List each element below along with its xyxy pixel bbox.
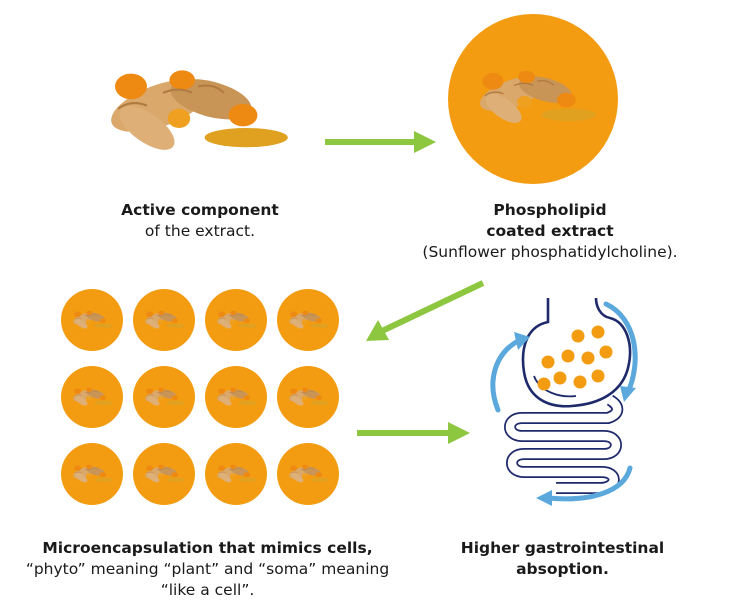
arrow-right-middle [357, 422, 470, 444]
phytosome-capsule-icon [205, 443, 267, 505]
microencapsulation-caption: Microencapsulation that mimics cells, “p… [10, 538, 405, 601]
phytosome-capsule-icon [205, 289, 267, 351]
coated-extract-title-line1: Phospholipid [493, 201, 607, 219]
microencapsulation-title: Microencapsulation that mimics cells, [42, 539, 373, 557]
active-component-subtitle: of the extract. [144, 222, 256, 240]
turmeric-root-icon [103, 67, 289, 160]
coated-extract-title-line2: coated extract [486, 222, 614, 240]
absorption-title-line1: Higher gastrointestinal [460, 539, 665, 557]
phytosome-capsule-icon [133, 289, 195, 351]
phytosome-capsule-icon [133, 366, 195, 428]
phytosome-capsule-icon [277, 366, 339, 428]
phytosome-capsule-grid [61, 289, 339, 505]
absorption-caption: Higher gastrointestinal absoption. [440, 538, 685, 580]
arrow-right-top [325, 131, 436, 153]
microencapsulation-line3: “like a cell”. [160, 581, 255, 599]
phytosome-capsule-icon [277, 289, 339, 351]
arrow-down-left [366, 280, 485, 341]
phytosome-capsule-icon [61, 289, 123, 351]
digestive-system-icon [490, 297, 638, 506]
coated-extract-caption: Phospholipid coated extract (Sunflower p… [395, 200, 705, 263]
active-component-title: Active component [121, 201, 279, 219]
phytosome-capsule-icon [133, 443, 195, 505]
phytosome-capsule-icon [61, 366, 123, 428]
phytosome-capsule-icon [205, 366, 267, 428]
active-component-caption: Active component of the extract. [95, 200, 305, 242]
coated-extract-subtitle: (Sunflower phosphatidylcholine). [422, 243, 678, 261]
microencapsulation-line2: “phyto” meaning “plant” and “soma” meani… [25, 560, 390, 578]
absorption-title-line2: absoption. [516, 560, 609, 578]
coated-turmeric-circle-icon [448, 14, 618, 184]
phytosome-capsule-icon [277, 443, 339, 505]
phytosome-capsule-icon [61, 443, 123, 505]
